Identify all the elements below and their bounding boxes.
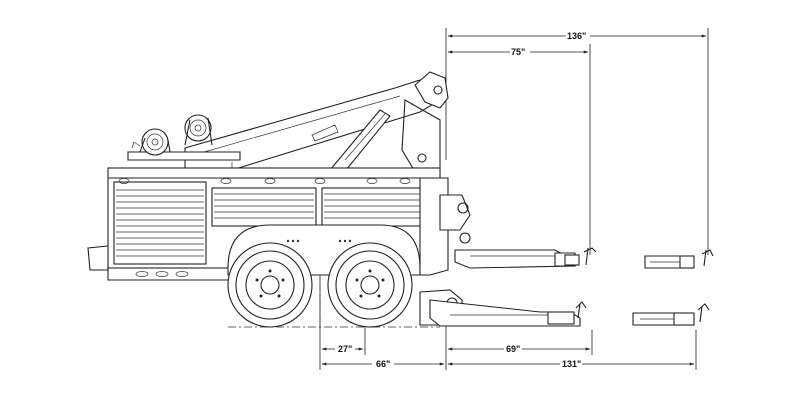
- underlift-mount: [419, 177, 471, 326]
- extended-arm-upper: [644, 249, 714, 269]
- dim-66: 66": [376, 359, 390, 369]
- extended-clamp-lower: [673, 312, 695, 326]
- compartment-front: [113, 181, 207, 265]
- reel-icon: [141, 128, 169, 156]
- winch-reels: [127, 114, 241, 161]
- extended-arm-lower: [632, 303, 710, 326]
- dim-27: 27": [338, 344, 352, 354]
- wheel-rear-tandem: [327, 242, 413, 328]
- reel-icon: [184, 114, 212, 142]
- wheel-lift-lower: [429, 299, 587, 327]
- wheel-front-tandem: [227, 242, 313, 328]
- dim-69: 69": [506, 344, 520, 354]
- top-dimensions: 136" 75": [445, 28, 709, 255]
- dim-131: 131": [562, 359, 581, 369]
- dim-136: 136": [567, 31, 586, 41]
- lower-wheel-lift-clamp: [547, 311, 575, 325]
- rear-axle-group: [227, 224, 421, 328]
- bottom-dimensions: 27" 66" 69" 131": [319, 240, 697, 370]
- wheel-lift-upper: [454, 247, 597, 269]
- extended-clamp-upper: [679, 255, 695, 269]
- dim-75: 75": [511, 47, 525, 57]
- wheel-lift-clamp: [564, 254, 580, 266]
